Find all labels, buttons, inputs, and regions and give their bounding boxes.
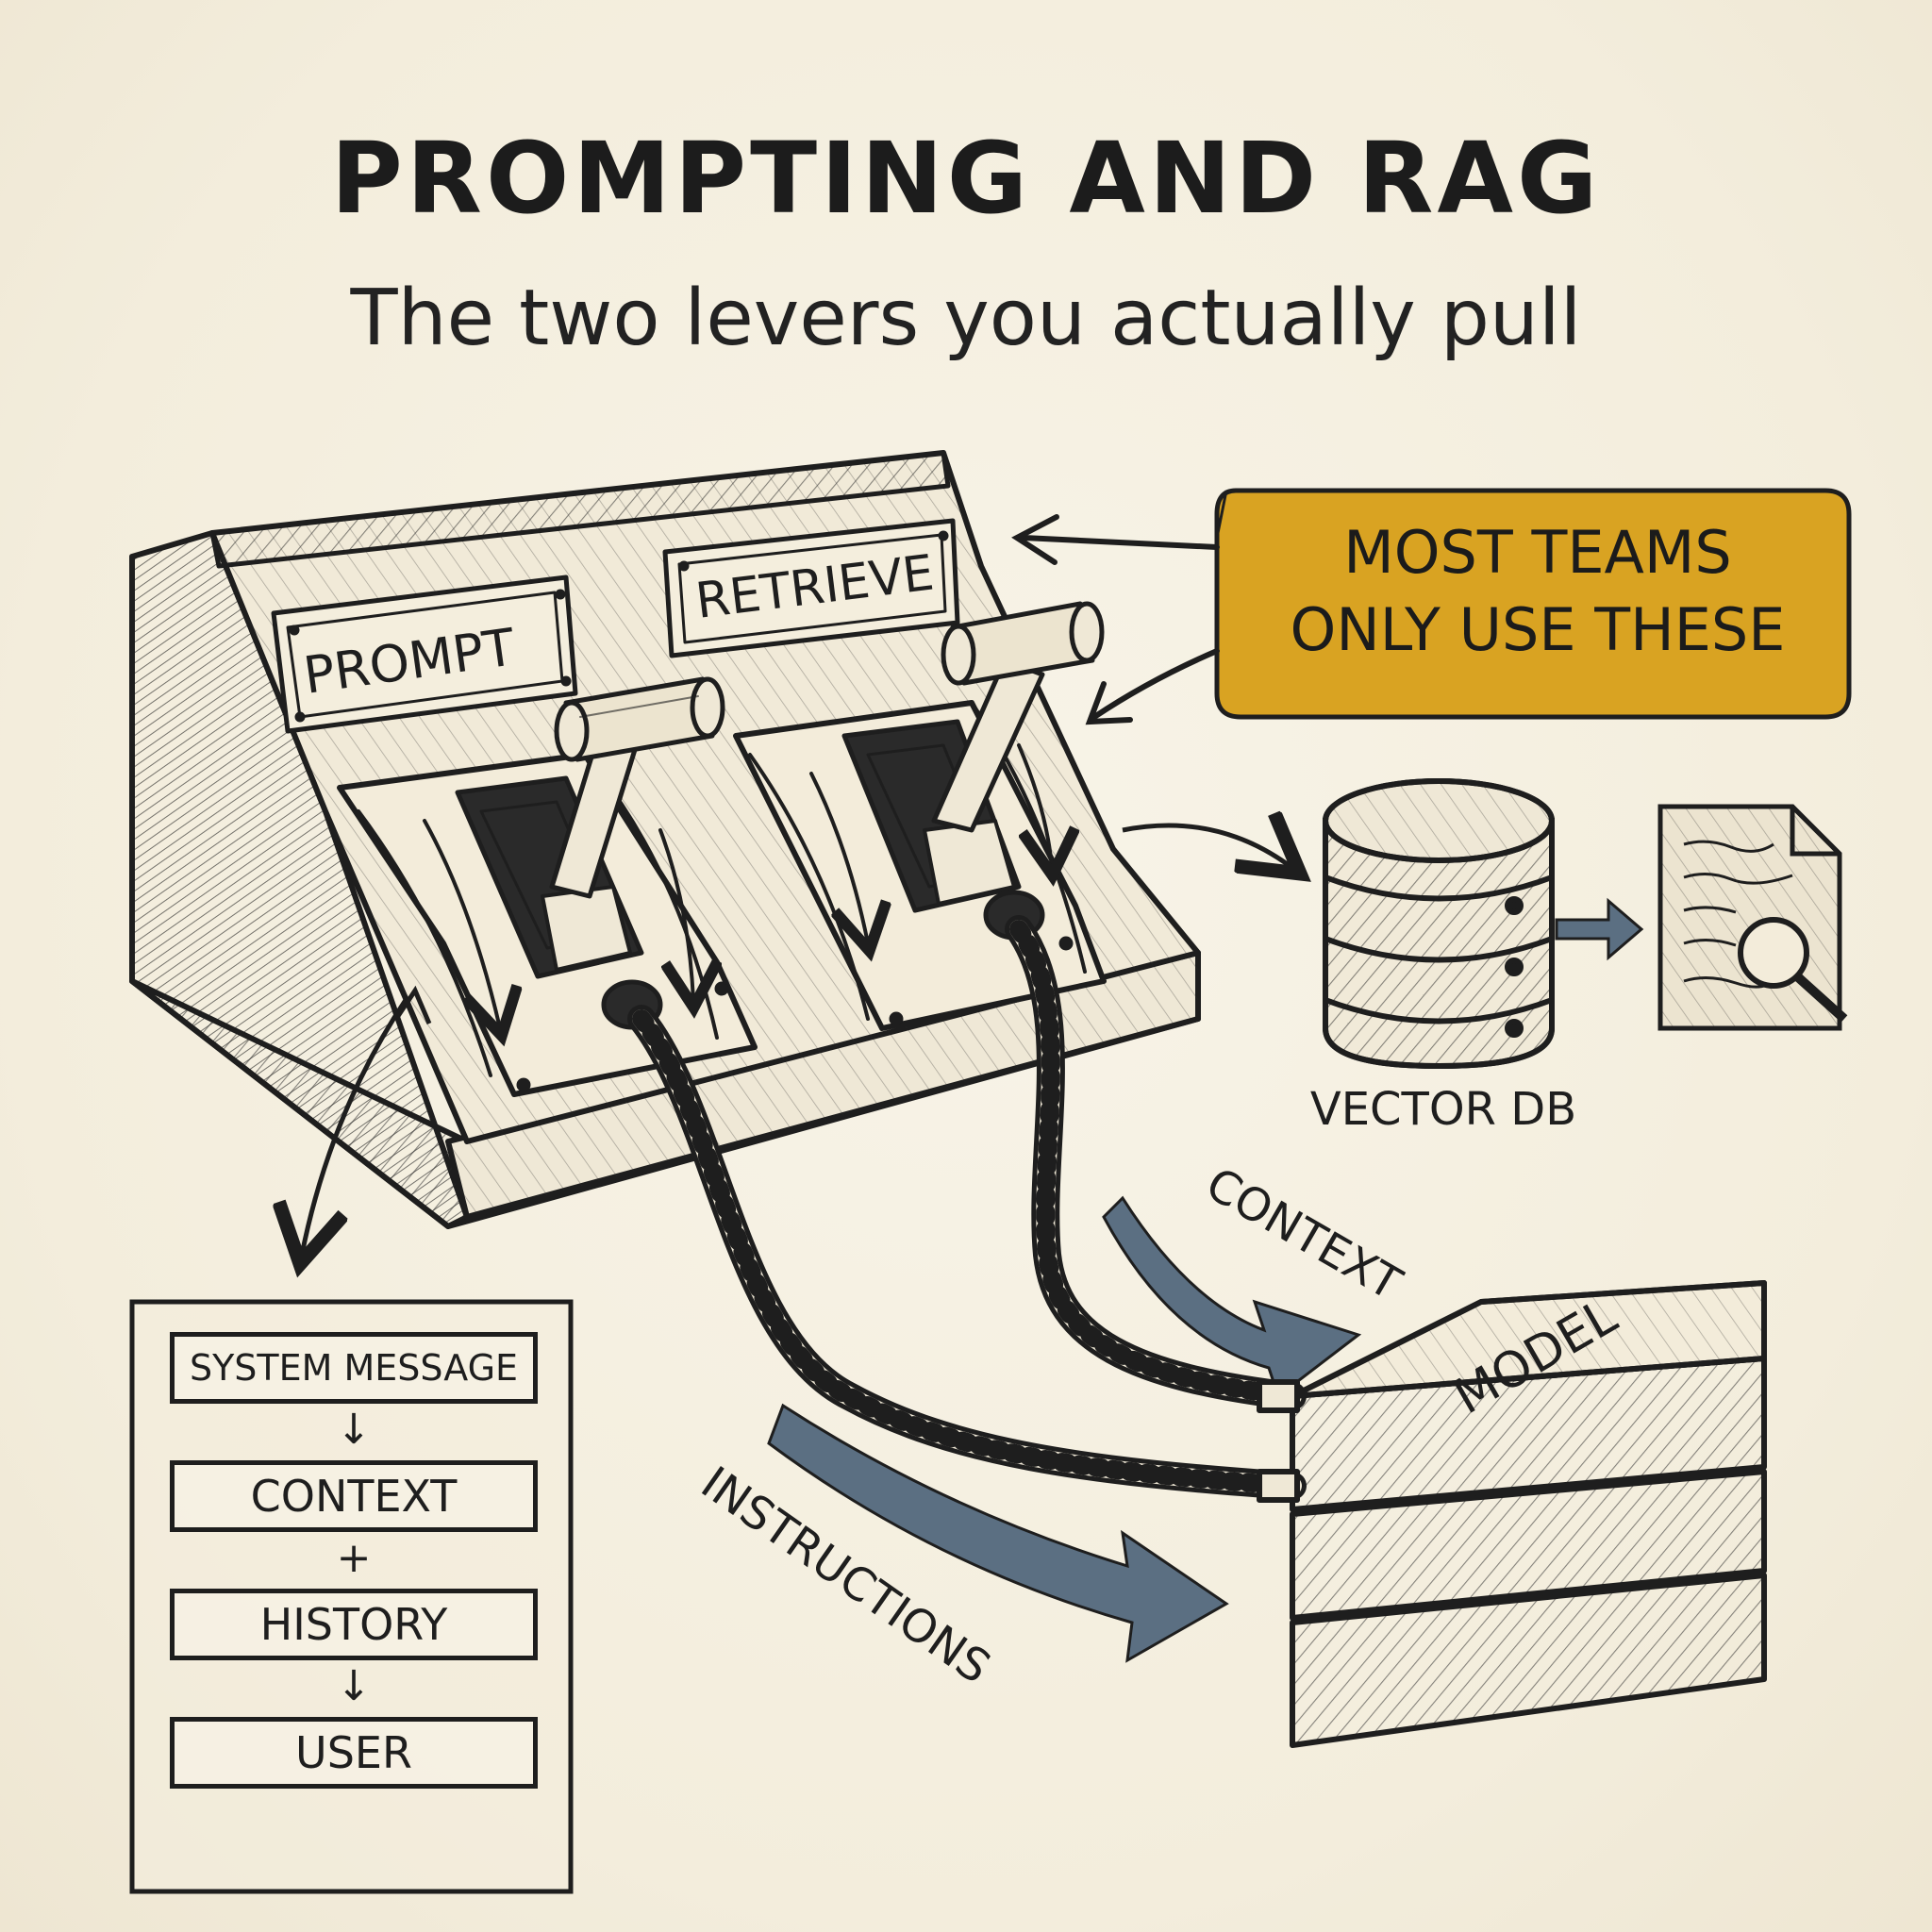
stack-separator-3: ↓ [336, 1662, 372, 1710]
stack-item-context: CONTEXT [170, 1460, 538, 1532]
instructions-flow-arrow [767, 1403, 1229, 1663]
cables [627, 915, 1307, 1500]
model-stack [1257, 1280, 1767, 1748]
retrieve-lever-handle [941, 601, 1105, 686]
document-search-icon [1657, 804, 1848, 1031]
callout-line-2: ONLY USE THESE [1290, 595, 1786, 664]
callout-line-1: MOST TEAMS [1343, 518, 1732, 587]
console-to-stack-arrow [302, 998, 408, 1255]
callout-text: MOST TEAMS ONLY USE THESE [1217, 514, 1858, 669]
context-arrow-label: CONTEXT [1197, 1158, 1410, 1311]
callout-bubble [1214, 488, 1852, 720]
stack-separator-2: + [336, 1534, 372, 1582]
prompt-lever-handle [554, 676, 725, 762]
page-subtitle: The two levers you actually pull [350, 274, 1582, 363]
stack-separator-1: ↓ [336, 1406, 372, 1454]
db-to-doc-arrow [1555, 897, 1644, 961]
stack-item-user: USER [170, 1717, 538, 1789]
page-title: PROMPTING AND RAG [330, 121, 1602, 236]
stack-item-history: HISTORY [170, 1589, 538, 1660]
console-to-db-arrow [1122, 825, 1292, 868]
vector-db-label: VECTOR DB [1309, 1083, 1577, 1136]
stack-item-system-message: SYSTEM MESSAGE [170, 1332, 538, 1404]
vector-db-icon [1323, 778, 1555, 1070]
callout-arrows [1011, 514, 1220, 725]
